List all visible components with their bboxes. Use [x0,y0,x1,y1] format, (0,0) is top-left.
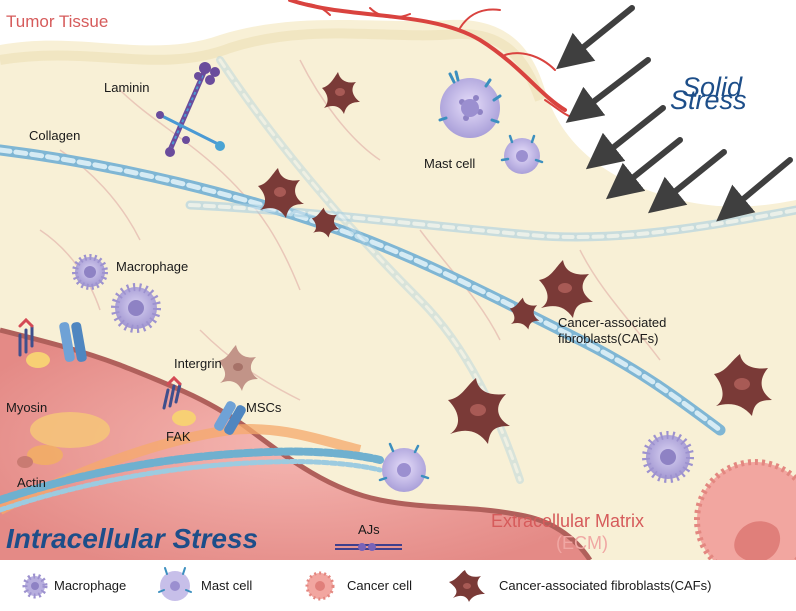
myosin-small [17,456,33,468]
legend-label-mast-cell: Mast cell [201,578,253,593]
mast-cell-large [438,70,502,138]
laminin-icon [156,62,225,157]
mast-cell-bottom [378,442,430,492]
solid-stress-label-line2: Stress [670,85,747,115]
laminin-label: Laminin [104,80,150,95]
intracellular-stress-label: Intracellular Stress [6,523,258,554]
legend-label-cancer-cell: Cancer cell [347,578,413,593]
ajs-label: AJs [358,522,380,537]
macrophage-label: Macrophage [116,259,188,274]
caf-cell-4 [539,260,593,318]
legend: Macrophage Mast cell Cancer cell Cancer-… [0,560,796,611]
collagen-fiber-main [0,144,726,436]
macrophage-bottom-right [642,431,694,483]
cancer-cell-legend-icon [305,571,335,600]
caf-cell-3 [311,207,340,238]
channel-protein-left [59,322,87,362]
legend-item-mast-cell: Mast cell [153,560,252,611]
myosin-label: Myosin [6,400,47,415]
cancer-cell-region [0,330,590,560]
msc-cell [218,345,258,391]
ecm-label-line1: Extracellular Matrix [491,511,644,531]
adherens-junction-icon [335,543,402,551]
collagen-fiber-secondary [185,200,796,242]
solid-stress-arrows [555,5,793,222]
mscs-label: MSCs [246,400,282,415]
macrophage-legend-icon [22,573,48,598]
channel-protein-center [214,401,246,435]
cancer-cell-right [694,459,796,581]
caf-cell-5 [509,297,540,330]
legend-item-cafs: Cancer-associated fibroblasts(CAFs) [447,560,711,611]
intergrin-label: Intergrin [174,356,222,371]
blood-vessel [288,0,581,120]
tissue-ridge [0,28,545,102]
integrin-center [162,375,196,426]
mast-cell-label: Mast cell [424,156,475,171]
caf-cell-6 [448,378,510,444]
legend-label-cafs: Cancer-associated fibroblasts(CAFs) [499,578,712,593]
caf-legend-icon [449,569,485,602]
macrophage-large [111,283,161,333]
cafs-label-line2: fibroblasts(CAFs) [558,331,658,346]
mast-cell-legend-icon [158,566,192,601]
solid-stress-label-line1: Solid [682,72,743,102]
macrophage-small [72,254,108,290]
integrin-left [18,317,50,368]
collagen-label: Collagen [29,128,80,143]
legend-label-macrophage: Macrophage [54,578,127,593]
caf-cell-1 [322,72,360,114]
tumor-tissue-title: Tumor Tissue [6,12,108,31]
actin-filament [0,447,384,513]
caf-cell-2 [258,168,304,218]
actin-label: Actin [17,475,46,490]
myosin [27,412,110,465]
caf-cell-7 [714,354,772,416]
fak-label: FAK [166,429,191,444]
cafs-label-line1: Cancer-associated [558,315,666,330]
ecm-label-line2: (ECM) [556,533,608,553]
legend-item-cancer-cell: Cancer cell [303,560,412,611]
legend-item-macrophage: Macrophage [20,560,126,611]
mast-cell-small [500,134,544,174]
